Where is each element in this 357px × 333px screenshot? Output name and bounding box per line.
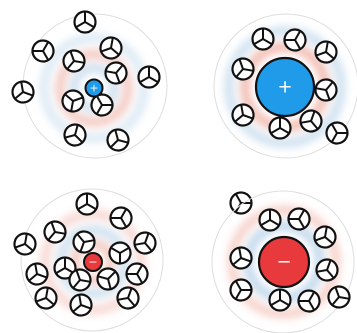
ion-charge-label: +	[89, 82, 98, 95]
water-molecule-icon	[253, 29, 274, 50]
water-molecule-icon	[75, 12, 96, 33]
panel-large-cation: +	[214, 14, 357, 158]
panel-small-anion: −	[13, 189, 252, 331]
ion: +	[86, 80, 103, 97]
water-molecule-icon	[139, 67, 160, 88]
ion-charge-label: −	[88, 256, 97, 269]
ion: −	[84, 253, 102, 271]
water-molecule-icon	[13, 232, 37, 256]
water-molecule-icon	[77, 194, 98, 215]
ion-charge-label: +	[277, 77, 292, 98]
water-molecules	[11, 12, 160, 153]
ion: −	[259, 237, 309, 287]
water-molecule-icon	[11, 80, 35, 104]
panel-large-anion: −	[212, 191, 354, 333]
water-molecule-icon	[270, 290, 291, 311]
water-molecule-icon	[270, 118, 291, 139]
panel-small-cation: +	[11, 12, 167, 159]
water-molecule-icon	[260, 210, 281, 231]
ion-charge-label: −	[276, 252, 291, 273]
ion: +	[256, 58, 314, 116]
